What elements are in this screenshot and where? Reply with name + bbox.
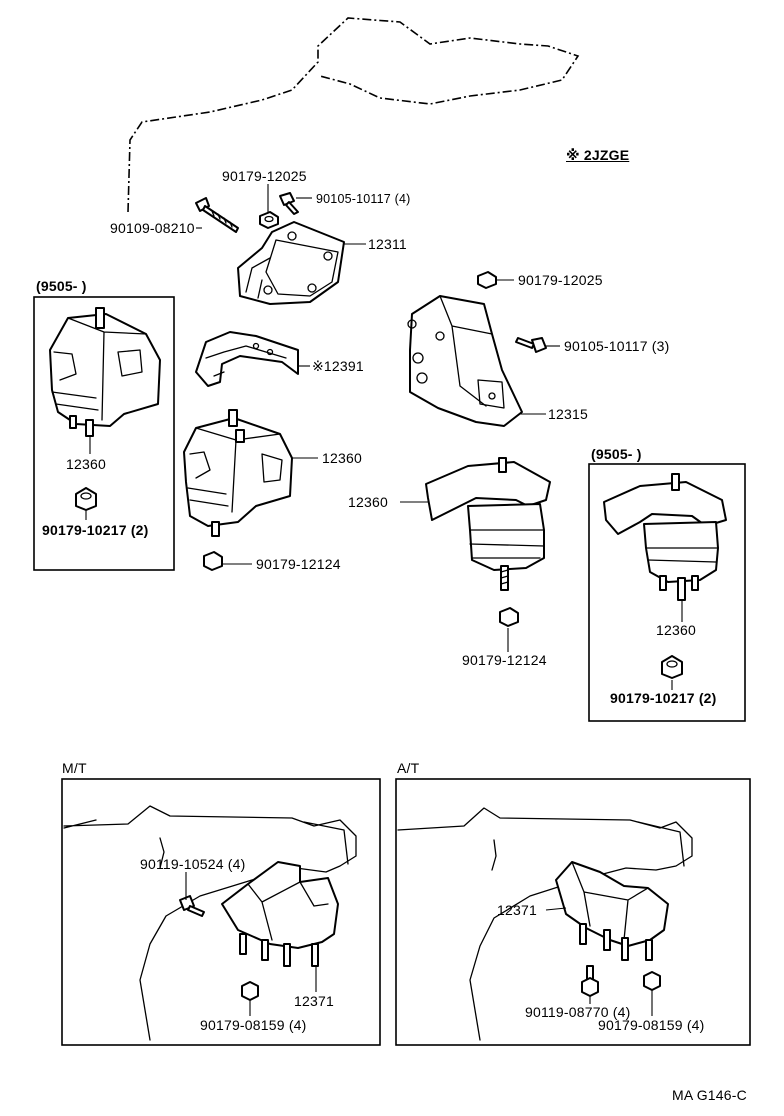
label-mount-12360-right-box: 12360 <box>656 622 696 638</box>
label-nut-90179-12025-right: 90179-12025 <box>518 272 603 288</box>
mt-box <box>61 778 381 1046</box>
nut-90179-12025-top-icon <box>259 211 279 229</box>
note-2jzge: ※ 2JZGE <box>566 147 630 163</box>
label-nut-90179-10217-left-box: 90179-10217 (2) <box>42 522 149 538</box>
bolt-90105-4-icon <box>279 192 299 215</box>
mount-12360-left-box-icon <box>49 307 161 437</box>
nut-90179-12124-left-icon <box>203 551 223 571</box>
label-insulator-12371-at: 12371 <box>497 902 537 918</box>
label-nut-90179-08159-mt: 90179-08159 (4) <box>200 1017 307 1033</box>
label-mount-12360-center: 12360 <box>322 450 362 466</box>
nut-90179-10217-right-box-icon <box>661 655 683 679</box>
mount-12360-right-box-icon <box>603 473 727 601</box>
label-bolt-90105-3: 90105-10117 (3) <box>564 338 670 354</box>
bolt-90105-3-icon <box>515 337 547 353</box>
variant-label-right: (9505- ) <box>591 446 642 462</box>
label-bracket-12315: 12315 <box>548 406 588 422</box>
variant-label-left: (9505- ) <box>36 278 87 294</box>
section-mt-label: M/T <box>62 760 87 776</box>
mount-12360-right-center-icon <box>425 457 551 591</box>
bolt-90119-08770-icon <box>581 965 599 997</box>
nut-90179-10217-left-box-icon <box>75 487 97 511</box>
bracket-12391-icon <box>195 331 299 387</box>
label-bracket-12391: ※12391 <box>312 358 364 374</box>
label-nut-90179-10217-right-box: 90179-10217 (2) <box>610 690 717 706</box>
section-at-label: A/T <box>397 760 420 776</box>
label-bolt-90105-4: 90105-10117 (4) <box>316 192 411 206</box>
label-insulator-12371-mt: 12371 <box>294 993 334 1009</box>
at-transmission-outline <box>397 807 693 1041</box>
footer-code: MA G146-C <box>672 1087 747 1103</box>
bolt-90109-icon <box>195 197 239 233</box>
label-nut-90179-12124-right: 90179-12124 <box>462 652 547 668</box>
nut-90179-12124-right-icon <box>499 607 519 627</box>
insulator-12371-mt-icon <box>221 861 339 967</box>
variant-box-left <box>33 296 175 571</box>
bracket-12311-icon <box>237 221 345 305</box>
variant-box-right <box>588 463 746 722</box>
nut-90179-08159-at-icon <box>643 971 661 991</box>
label-mount-12360-left-box: 12360 <box>66 456 106 472</box>
bracket-12315-icon <box>407 295 523 427</box>
mt-transmission-outline <box>63 805 357 1041</box>
label-bolt-90119-08770: 90119-08770 (4) <box>525 1004 631 1020</box>
label-nut-90179-12124-left: 90179-12124 <box>256 556 341 572</box>
nut-90179-12025-right-icon <box>477 271 497 289</box>
engine-outline <box>127 17 580 213</box>
label-nut-90179-12025-top: 90179-12025 <box>222 168 307 184</box>
label-nut-90179-08159-at: 90179-08159 (4) <box>598 1017 705 1033</box>
at-box <box>395 778 751 1046</box>
insulator-12371-at-icon <box>555 861 669 961</box>
label-mount-12360-right-center: 12360 <box>348 494 388 510</box>
label-bracket-12311: 12311 <box>368 236 407 252</box>
leader-lines <box>85 184 683 1016</box>
bolt-90119-10524-icon <box>179 895 205 917</box>
mount-12360-center-icon <box>183 409 293 537</box>
label-bolt-90119-10524: 90119-10524 (4) <box>140 856 246 872</box>
label-bolt-90109: 90109-08210 <box>110 220 195 236</box>
nut-90179-08159-mt-icon <box>241 981 259 1001</box>
